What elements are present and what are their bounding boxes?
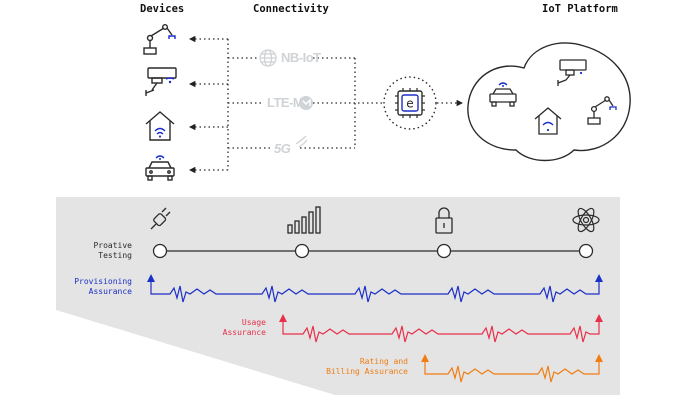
rating-arrow-right xyxy=(595,354,603,362)
connectivity-header: Connectivity xyxy=(253,3,329,15)
plug-icon xyxy=(150,207,171,230)
rating-arrow-left xyxy=(421,354,429,362)
devices-header: Devices xyxy=(140,3,185,15)
cloud-car-icon xyxy=(489,82,517,107)
assurance-panel xyxy=(56,197,620,395)
cloud-home-icon xyxy=(534,107,562,135)
camera-icon xyxy=(145,67,177,96)
usage-arrow-left xyxy=(279,314,287,322)
provisioning-label: Provisioning Assurance xyxy=(74,277,132,296)
ltem-label: LTE-M xyxy=(267,95,304,110)
cloud-shape xyxy=(467,42,631,162)
esim-chip-label: e xyxy=(406,97,413,111)
timeline-node xyxy=(294,243,310,259)
cloud-robot-icon xyxy=(587,96,617,125)
esim-chip-icon xyxy=(383,76,437,130)
timeline-node xyxy=(578,243,594,259)
fiveg-label: 5G xyxy=(274,141,291,156)
cloud-camera-icon xyxy=(557,59,587,86)
robot-arm-icon xyxy=(143,24,176,55)
platform-header: IoT Platform xyxy=(542,3,618,15)
lte-m-badge-icon xyxy=(299,96,313,110)
testing-label: Proative Testing xyxy=(93,241,132,260)
rating-label: Rating and Billing Assurance xyxy=(326,357,408,376)
usage-arrow-right xyxy=(595,314,603,322)
nbiot-label: NB-IoT xyxy=(281,50,321,65)
rating-signal xyxy=(424,360,600,383)
provisioning-arrow-right xyxy=(595,274,603,282)
usage-label: Usage Assurance xyxy=(222,318,266,337)
timeline-node xyxy=(436,243,452,259)
globe-icon xyxy=(259,49,277,67)
provisioning-arrow-left xyxy=(147,274,155,282)
atom-icon xyxy=(572,207,600,233)
fiveg-swoosh-icon xyxy=(295,135,308,148)
signal-bars-icon xyxy=(287,206,321,234)
usage-signal xyxy=(282,320,600,343)
smart-home-icon xyxy=(145,111,175,141)
connected-car-icon xyxy=(145,155,175,181)
provisioning-signal xyxy=(150,280,600,303)
timeline-node xyxy=(152,243,168,259)
lock-icon xyxy=(435,207,453,234)
